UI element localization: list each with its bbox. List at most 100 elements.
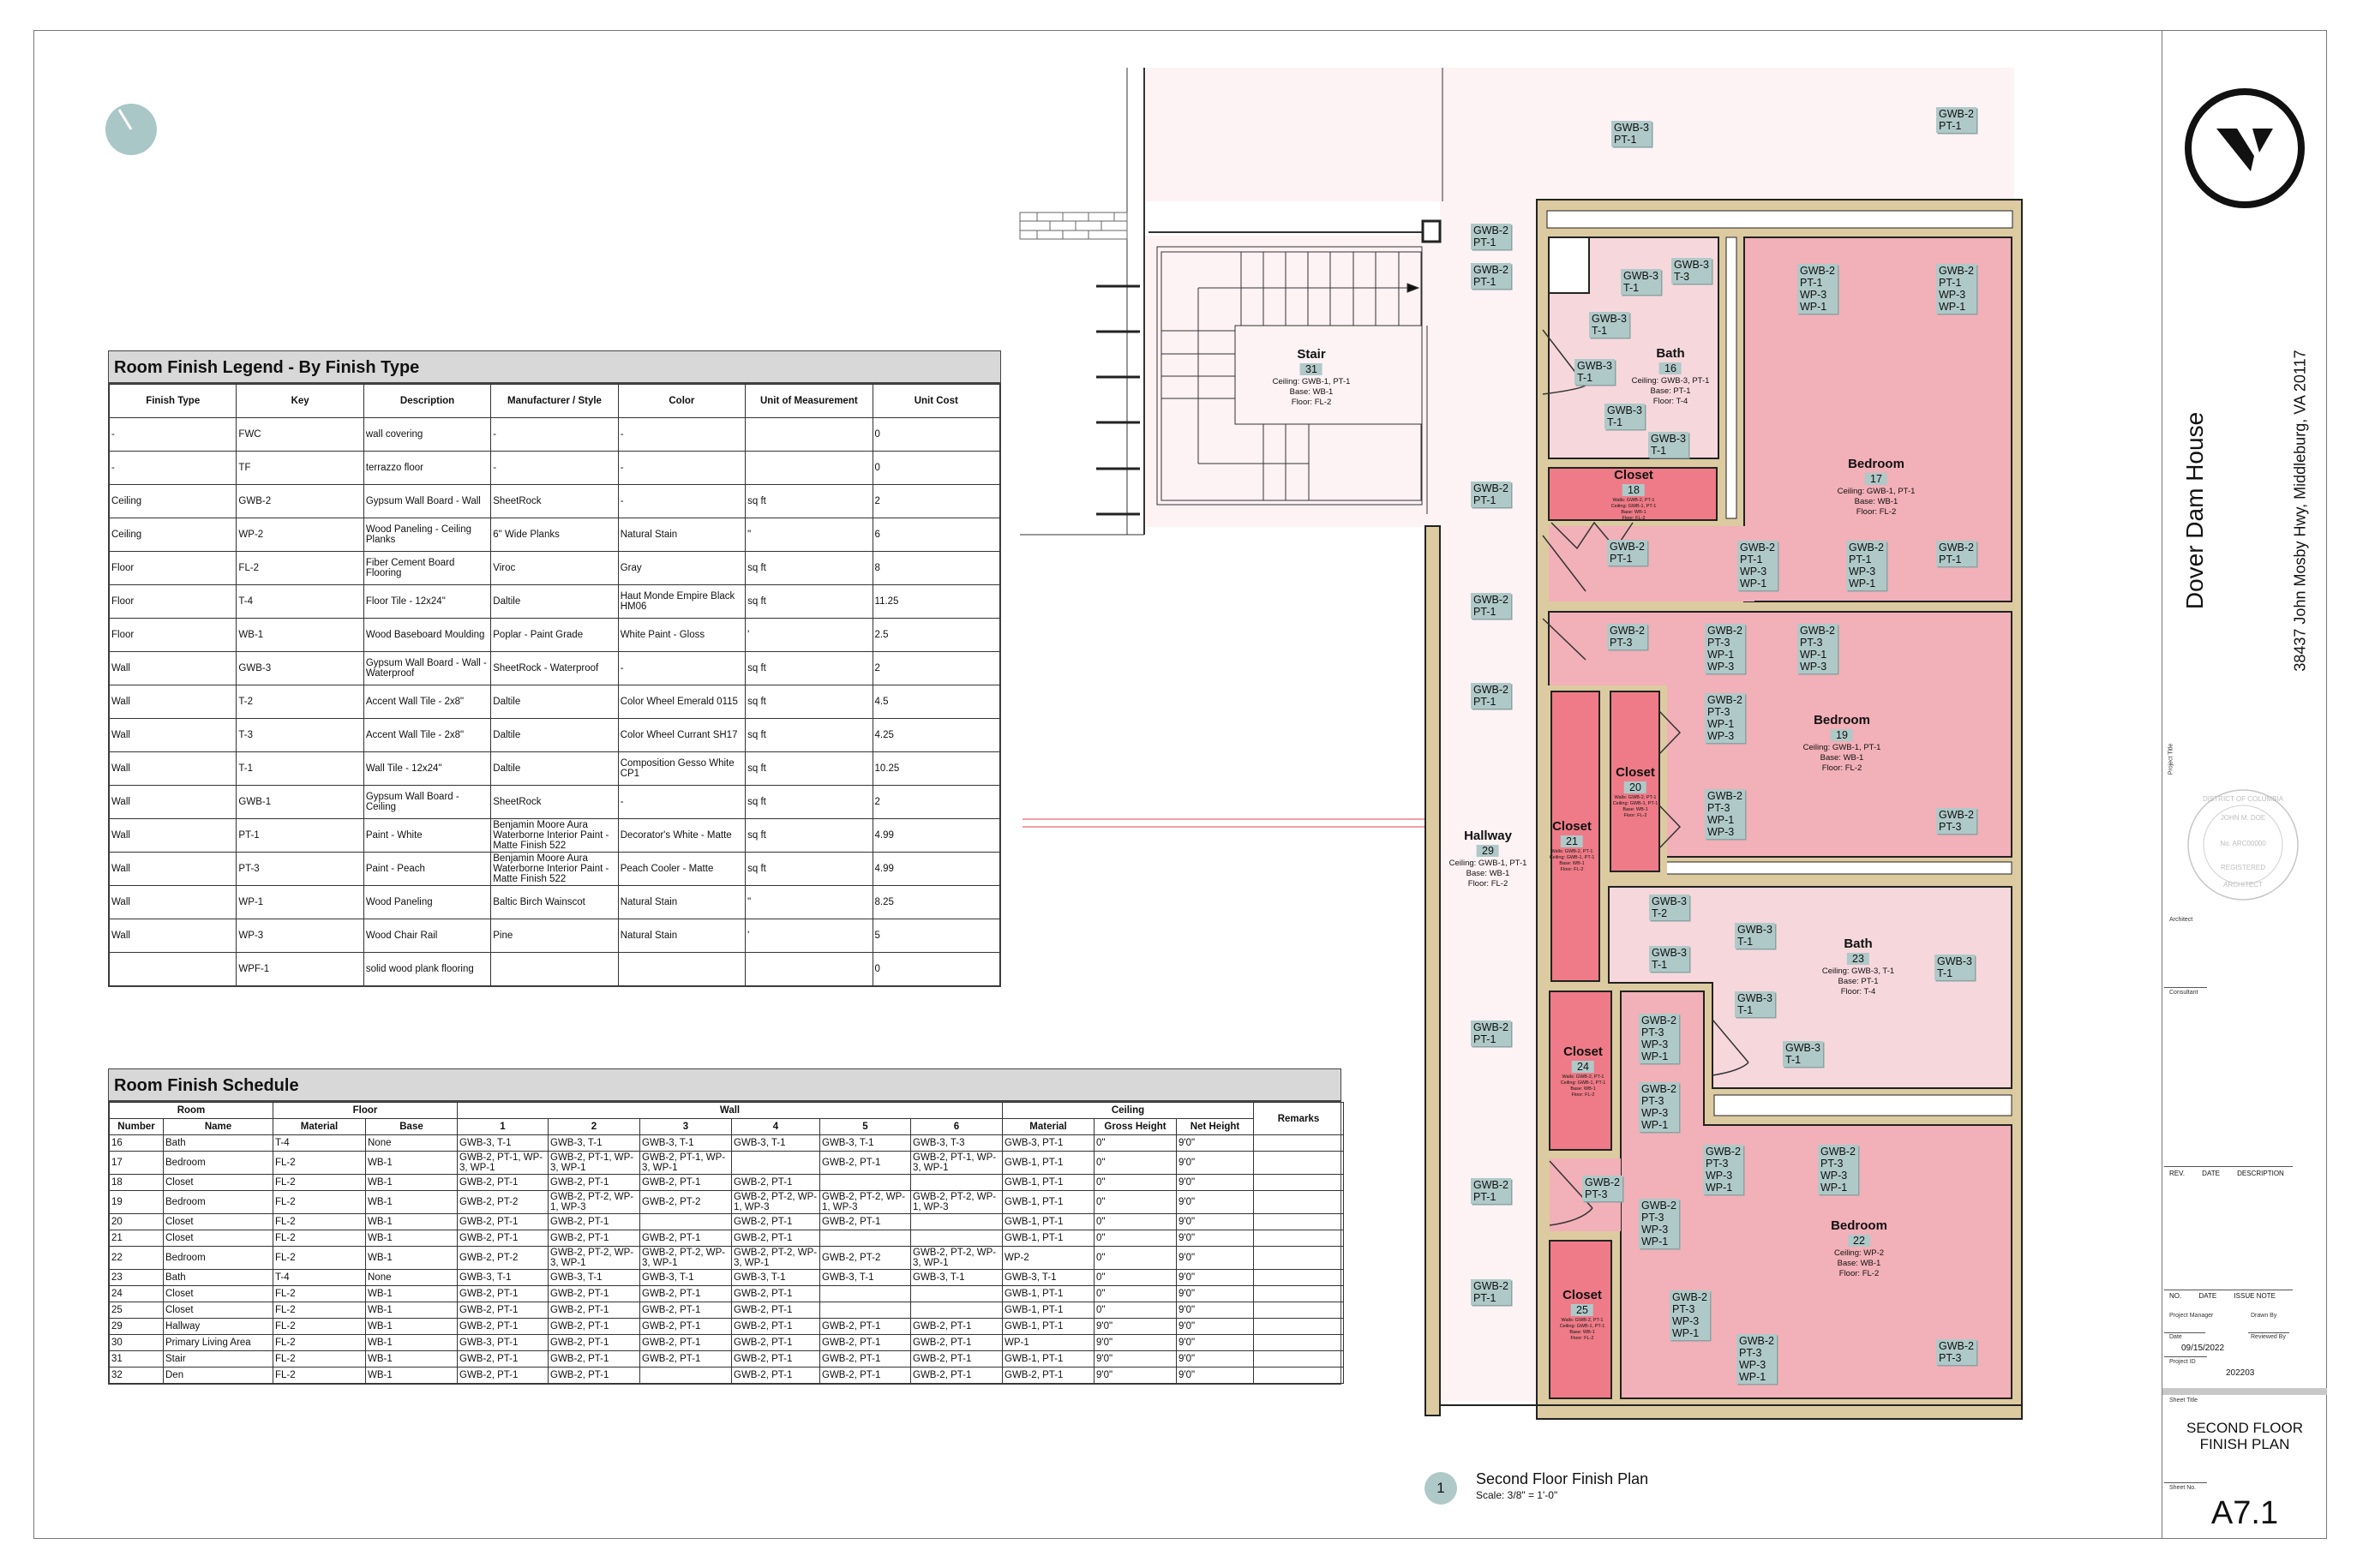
legend-cell [108,952,237,986]
finish-tag-line: PT-1 [1800,277,1823,289]
sheet-title-label: Sheet Title [2169,1397,2198,1403]
room-finish-detail: Floor: T-4 [1840,987,1876,996]
project-name: Dover Dam House [2181,411,2208,610]
finish-tag-line: GWB-2 [1800,625,1835,637]
legend-cell: PT-3 [236,852,364,886]
schedule-cell: GWB-2, PT-1 [910,1367,1003,1384]
legend-cell: WP-3 [236,919,364,953]
schedule-cell: FL-2 [273,1367,366,1384]
finish-tag-line: WP-3 [1739,1359,1766,1371]
legend-cell: 11.25 [872,584,1001,619]
issue-note-col: ISSUE NOTE [2234,1292,2276,1300]
finish-tag-line: GWB-2 [1707,694,1742,706]
finish-tag-line: WP-1 [1739,1371,1766,1383]
schedule-cell: GWB-3, T-1 [548,1269,640,1286]
room-finish-detail: Base: WB-1 [1570,1086,1596,1092]
room-finish-detail: Base: WB-1 [1854,497,1898,506]
finish-tag-line: PT-1 [1849,554,1872,566]
room-finish-detail: Ceiling: GWB-1, PT-1 [1612,801,1658,806]
finish-tag-line: WP-3 [1707,661,1735,673]
room-finish-detail: Floor: FL-2 [1623,813,1647,818]
legend-col-header: Unit Cost [872,384,1001,418]
schedule-cell: GWB-1, PT-1 [1002,1190,1095,1214]
room-finish-detail: Ceiling: GWB-1, PT-1 [1610,504,1657,509]
rev-date-col: DATE [2202,1170,2220,1177]
finish-tag-line: GWB-2 [1939,809,1974,821]
finish-tag-line: PT-1 [1473,696,1496,708]
legend-cell: sq ft [745,484,873,518]
group-remarks: Remarks [1253,1102,1345,1135]
schedule-title: Room Finish Schedule [109,1069,1340,1102]
schedule-cell: 9'0" [1175,1246,1255,1270]
schedule-cell: WP-2 [1002,1246,1095,1270]
legend-cell [745,451,873,485]
legend-cell: Floor [108,551,237,585]
legend-cell: Wall [108,785,237,819]
legend-cell: - [108,417,237,452]
legend-col-header: Description [363,384,492,418]
finish-tag-line: PT-1 [1610,553,1633,565]
finish-tag-line: PT-3 [1800,637,1823,649]
room-number: 23 [1847,953,1869,965]
legend-cell: Decorator's White - Matte [617,818,747,853]
schedule-cell: GWB-2, PT-2 [819,1246,911,1270]
schedule-cell: GWB-2, PT-1 [457,1367,549,1384]
finish-tag-line: T-1 [1737,936,1754,948]
room-name: Bedroom [1831,1218,1887,1233]
finish-tag-line: PT-3 [1672,1303,1695,1315]
legend-cell: 0 [872,451,1001,485]
finish-tag-line: GWB-3 [1737,924,1772,936]
finish-tag-line: WP-3 [1641,1038,1669,1050]
legend-cell: - [617,651,747,685]
hallway-area [1421,201,1541,1416]
schedule-col-header: Net Height [1175,1118,1255,1135]
schedule-cell: GWB-2, PT-1 [910,1318,1003,1335]
finish-tag-line: GWB-3 [1607,404,1642,416]
schedule-cell: GWB-2, PT-2 [639,1190,732,1214]
room-name: Closet [1563,1044,1603,1059]
finish-tag-line: WP-3 [1707,730,1735,742]
finish-tag-line: PT-3 [1610,637,1633,649]
schedule-cell: 32 [109,1367,164,1384]
drawing-title: Second Floor Finish Plan [1476,1470,1649,1487]
finish-tag-line: T-1 [1937,967,1953,979]
room-number: 31 [1300,363,1322,375]
legend-cell: Daltile [490,584,619,619]
finish-tag-line: WP-1 [1672,1327,1700,1339]
legend-cell: 4.99 [872,818,1001,853]
finish-tag-line: T-1 [1623,282,1640,294]
finish-tag-line: PT-3 [1585,1188,1608,1200]
finish-tag-line: PT-1 [1740,554,1763,566]
legend-cell: sq ft [745,785,873,819]
schedule-cell: WP-1 [1002,1334,1095,1351]
room-finish-detail: Base: WB-1 [1621,510,1646,515]
schedule-cell: GWB-2, PT-1 [910,1350,1003,1368]
finish-tag-line: WP-1 [1706,1182,1733,1194]
schedule-cell: GWB-3, T-1 [457,1269,549,1286]
finish-tag-line: PT-1 [1473,1033,1496,1045]
legend-cell: sq ft [745,751,873,786]
issue-no-col: NO. [2169,1292,2182,1300]
room-name: Bath [1656,346,1685,361]
legend-cell: Floor Tile - 12x24" [363,584,492,619]
room-finish-detail: Base: WB-1 [1622,807,1648,812]
